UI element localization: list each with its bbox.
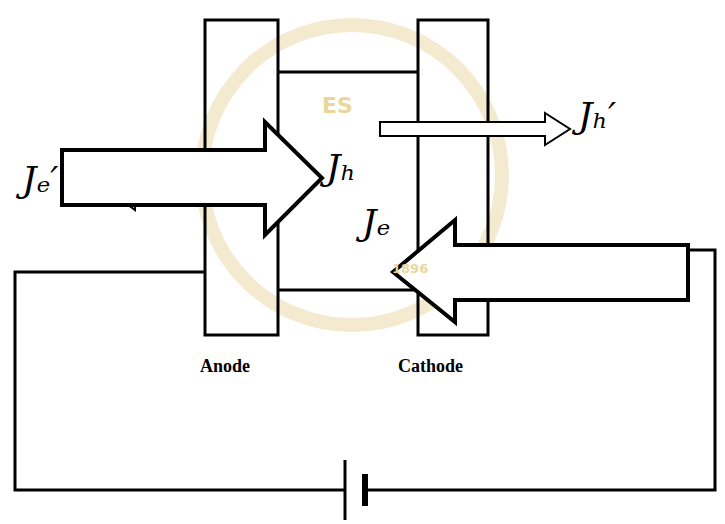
part-name: Cathode [398,357,463,375]
hole-injection-arrow [62,122,322,235]
battery-plate [344,460,347,520]
electron-injection-arrow [393,220,688,322]
wire [15,272,345,490]
battery-plate [362,474,368,506]
watermark: ES [322,95,353,117]
layer-edge [278,71,418,74]
part-name: Anode [200,357,250,375]
watermark: 1896 [392,262,428,275]
current-symbol: Jₕ [326,150,356,186]
current-symbol: Jₑ [362,205,390,241]
current-symbol: Jₑ′ [22,162,59,198]
layer-edge [278,289,418,292]
hole-leak-arrow [380,113,570,145]
current-symbol: Jₕ′ [578,98,616,134]
